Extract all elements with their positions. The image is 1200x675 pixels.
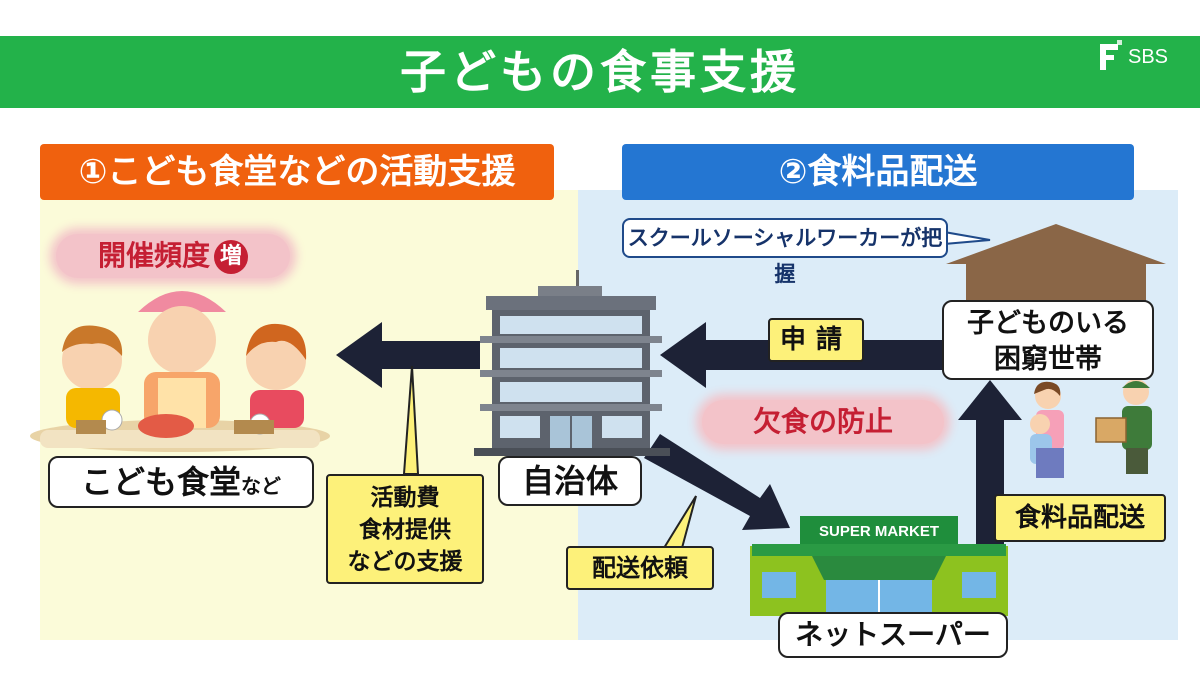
logo-text: SBS [1128,46,1169,68]
right-section-header: ②食料品配送 [622,144,1134,200]
arrow-left-icon [336,322,480,388]
left-section-header: ①こども食堂などの活動支援 [40,144,554,200]
building-icon [474,270,670,456]
arrow-down-right-icon [644,434,790,530]
frequency-label-text: 開催頻度 [97,239,210,272]
children-eating-illustration [30,291,330,452]
support-callout: 活動費 食材提供 などの支援 [326,474,484,584]
sbs-logo-icon [1100,40,1122,70]
kodomo-shokudo-label: こども食堂など [48,456,314,508]
household-label: 子どものいる 困窮世帯 [942,300,1154,380]
frequency-increase-label: 開催頻度増 [56,234,290,278]
household-label-line2: 困窮世帯 [994,344,1102,375]
support-line-2: 食材提供 [359,517,451,543]
page-title: 子どもの食事支援 [400,45,800,99]
social-worker-label: スクールソーシャルワーカーが把握 [622,218,948,286]
supermarket-icon: SUPER MARKET [750,516,1008,616]
application-label: 申請 [768,318,864,362]
support-line-3: などの支援 [347,549,463,575]
municipality-label: 自治体 [498,456,642,506]
house-roof-icon [946,224,1166,306]
kodomo-label-small: など [241,474,281,498]
delivery-family-illustration [1030,379,1152,478]
increase-badge: 増 [214,240,248,274]
net-super-label: ネットスーパー [778,612,1008,658]
sbs-logo: SBS [1098,40,1188,76]
kodomo-label-main: こども食堂 [80,463,241,501]
prevention-label: 欠食の防止 [702,400,944,444]
title-bar [0,36,1200,108]
food-delivery-label: 食料品配送 [994,494,1166,542]
household-label-line1: 子どものいる [967,308,1129,339]
supermarket-sign: SUPER MARKET [819,523,939,540]
support-line-1: 活動費 [370,485,440,511]
delivery-request-label: 配送依頼 [566,546,714,590]
